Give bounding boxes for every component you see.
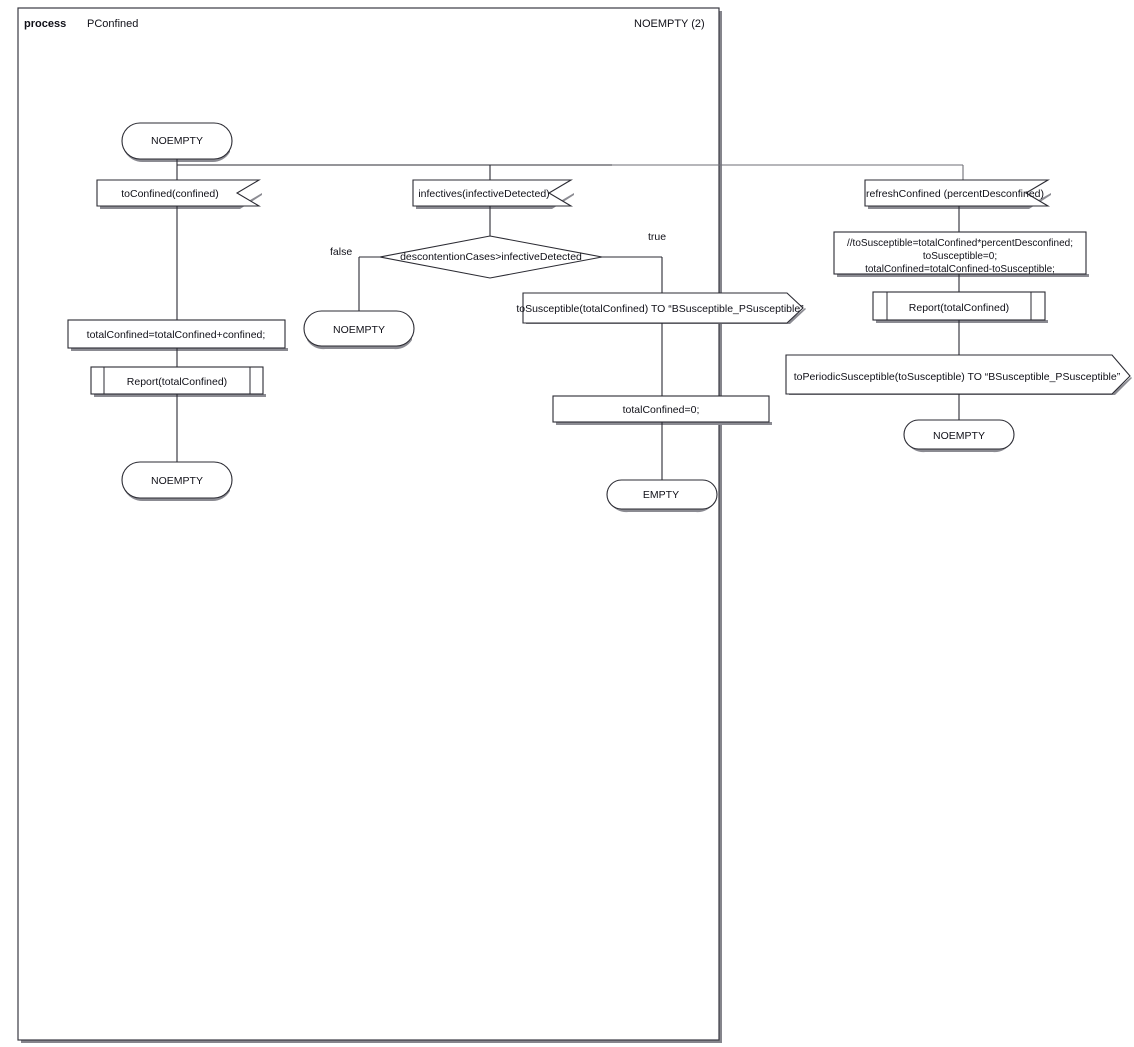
task-refresh-confined-line-2: toSusceptible=0; [923, 251, 997, 262]
procedure-call-report-right-label: Report(totalConfined) [909, 302, 1009, 314]
process-frame [17, 7, 722, 1043]
task-total-confined-zero-label: totalConfined=0; [623, 404, 700, 416]
input-to-confined-label: toConfined(confined) [121, 188, 218, 200]
edge-decision-false [358, 256, 380, 311]
decision-false-label: false [330, 246, 352, 258]
start-state-noempty: NOEMPTY [121, 122, 233, 163]
branch-connector [176, 159, 964, 180]
end-state-noempty-left: NOEMPTY [121, 461, 233, 502]
start-state-label: NOEMPTY [151, 135, 203, 147]
edge-decision-true [602, 256, 663, 293]
task-refresh-confined-line-1: //toSusceptible=totalConfined*percentDes… [847, 238, 1073, 249]
input-infectives: infectives(infectiveDetected) [412, 179, 574, 209]
procedure-call-report-left-label: Report(totalConfined) [127, 376, 227, 388]
end-state-noempty-right: NOEMPTY [903, 419, 1015, 453]
task-total-confined-zero: totalConfined=0; [552, 395, 772, 425]
procedure-call-report-left: Report(totalConfined) [90, 366, 266, 397]
header-keyword: process [24, 18, 66, 30]
input-refresh-confined-label: refreshConfined (percentDesconfined) [866, 188, 1044, 200]
output-to-susceptible-label: toSusceptible(totalConfined) TO “BSuscep… [516, 303, 804, 315]
input-to-confined: toConfined(confined) [96, 179, 262, 209]
output-to-periodic-susceptible-label: toPeriodicSusceptible(toSusceptible) TO … [794, 371, 1121, 383]
state-noempty-false-label: NOEMPTY [333, 324, 385, 336]
task-refresh-confined-line-3: totalConfined=totalConfined-toSusceptibl… [865, 264, 1055, 275]
output-to-susceptible: toSusceptible(totalConfined) TO “BSuscep… [516, 292, 806, 324]
task-refresh-confined: //toSusceptible=totalConfined*percentDes… [833, 231, 1089, 277]
task-total-confined-add-label: totalConfined=totalConfined+confined; [87, 329, 266, 341]
task-total-confined-add: totalConfined=totalConfined+confined; [67, 319, 288, 351]
end-state-empty-label: EMPTY [643, 489, 679, 501]
end-state-noempty-left-label: NOEMPTY [151, 475, 203, 487]
state-noempty-false: NOEMPTY [303, 310, 415, 350]
header-process-name: PConfined [87, 18, 138, 30]
header-page-label: NOEMPTY (2) [634, 18, 705, 30]
output-to-periodic-susceptible: toPeriodicSusceptible(toSusceptible) TO … [785, 354, 1132, 395]
input-infectives-label: infectives(infectiveDetected) [418, 188, 549, 200]
procedure-call-report-right: Report(totalConfined) [872, 291, 1048, 323]
end-state-noempty-right-label: NOEMPTY [933, 430, 985, 442]
input-refresh-confined: refreshConfined (percentDesconfined) [864, 179, 1051, 209]
decision-label: descontentionCases>infectiveDetected [400, 251, 582, 263]
decision-true-label: true [648, 231, 666, 243]
end-state-empty: EMPTY [606, 479, 718, 513]
decision-descontention-cases: descontentionCases>infectiveDetected [379, 235, 603, 279]
